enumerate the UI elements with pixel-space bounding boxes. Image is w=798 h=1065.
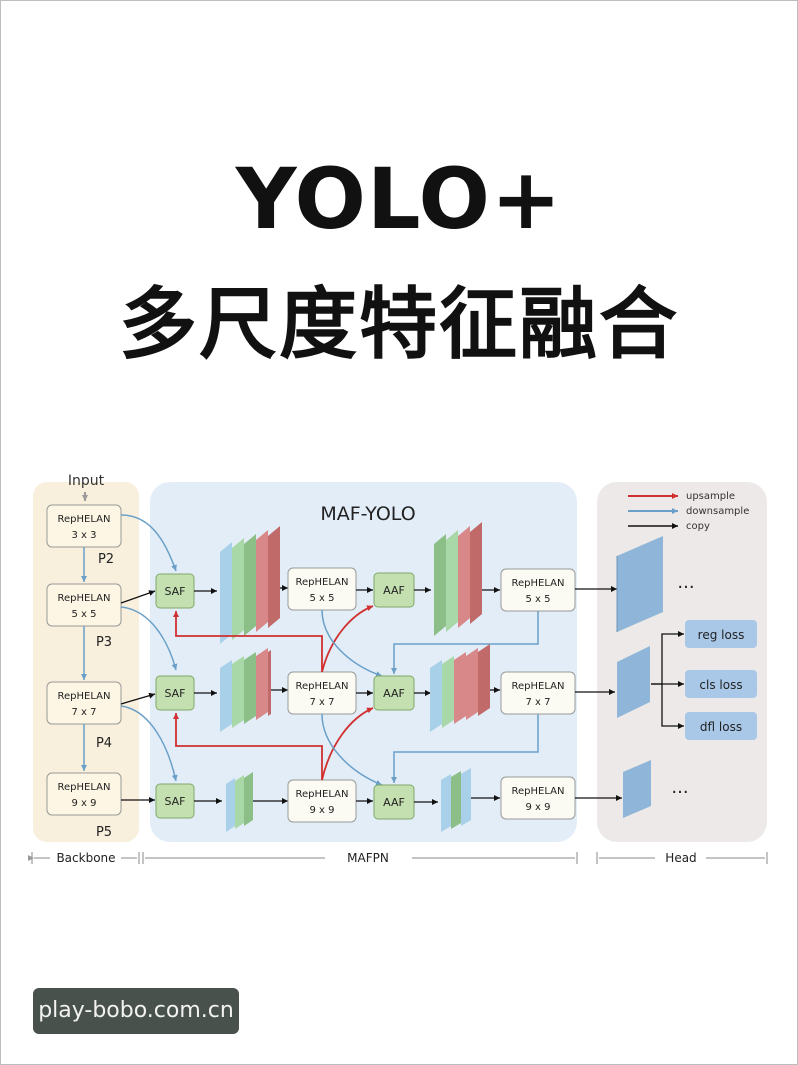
svg-text:5 x 5: 5 x 5 — [310, 593, 335, 604]
out-block-2: RepHELAN 7 x 7 — [500, 671, 576, 715]
downsample-curve-1 — [120, 514, 177, 572]
svg-text:3 x 3: 3 x 3 — [72, 530, 97, 541]
section-label-head: Head — [665, 851, 696, 865]
legend-upsample-label: upsample — [686, 491, 735, 502]
aaf-block-1: AAF — [373, 572, 415, 608]
backbone-block-4: RepHELAN 9 x 9 — [46, 772, 122, 816]
input-label: Input — [68, 473, 105, 489]
dfl-loss-box: dfl loss — [685, 712, 757, 740]
head-ellipsis-1: ... — [677, 572, 694, 593]
svg-text:RepHELAN: RepHELAN — [512, 786, 565, 797]
feature-stack-4 — [434, 522, 482, 636]
section-head — [596, 852, 768, 864]
feature-stack-1 — [220, 526, 280, 644]
svg-text:SAF: SAF — [164, 585, 185, 598]
saf-block-2: SAF — [155, 675, 195, 711]
downsample-path-2 — [391, 714, 539, 783]
downsample-curve-4 — [321, 609, 383, 677]
svg-text:7 x 7: 7 x 7 — [526, 697, 551, 708]
upsample-curve-1 — [321, 605, 374, 673]
stage-label-p3: P3 — [96, 635, 112, 650]
svg-text:9 x 9: 9 x 9 — [526, 802, 551, 813]
svg-text:RepHELAN: RepHELAN — [58, 593, 111, 604]
upsample-path-1 — [173, 611, 323, 672]
mafyolo-label: MAF-YOLO — [320, 503, 415, 525]
feature-stack-5 — [430, 644, 490, 732]
svg-text:AAF: AAF — [383, 687, 405, 700]
upsample-path-2 — [173, 713, 323, 780]
svg-text:9 x 9: 9 x 9 — [310, 805, 335, 816]
svg-text:SAF: SAF — [164, 795, 185, 808]
head-tensor-3 — [623, 760, 651, 818]
backbone-block-2: RepHELAN 5 x 5 — [46, 583, 122, 627]
legend-copy-label: copy — [686, 521, 710, 532]
svg-text:7 x 7: 7 x 7 — [310, 697, 335, 708]
svg-text:RepHELAN: RepHELAN — [296, 681, 349, 692]
saf-block-3: SAF — [155, 783, 195, 819]
watermark: play-bobo.com.cn — [33, 988, 239, 1034]
stage-label-p2: P2 — [98, 552, 114, 567]
aaf-block-2: AAF — [373, 675, 415, 711]
head-ellipsis-2: ... — [671, 777, 688, 798]
upsample-curve-2 — [321, 707, 374, 781]
title-line-1: YOLO+ — [235, 150, 563, 248]
svg-text:RepHELAN: RepHELAN — [58, 782, 111, 793]
loss-branch-dfl — [661, 684, 684, 729]
svg-text:RepHELAN: RepHELAN — [58, 514, 111, 525]
mid-block-1: RepHELAN 5 x 5 — [287, 567, 357, 611]
out-block-1: RepHELAN 5 x 5 — [500, 568, 576, 612]
mid-block-3: RepHELAN 9 x 9 — [287, 779, 357, 823]
section-backbone — [28, 852, 140, 864]
section-label-backbone: Backbone — [56, 851, 115, 865]
saf-block-1: SAF — [155, 573, 195, 609]
svg-text:AAF: AAF — [383, 584, 405, 597]
svg-text:RepHELAN: RepHELAN — [296, 789, 349, 800]
mid-block-2: RepHELAN 7 x 7 — [287, 671, 357, 715]
backbone-block-3: RepHELAN 7 x 7 — [46, 681, 122, 725]
svg-text:5 x 5: 5 x 5 — [72, 609, 97, 620]
svg-text:RepHELAN: RepHELAN — [512, 578, 565, 589]
backbone-region — [33, 482, 139, 842]
feature-stack-3 — [226, 772, 253, 832]
section-label-mafpn: MAFPN — [347, 851, 389, 865]
aaf-block-3: AAF — [373, 784, 415, 820]
svg-text:RepHELAN: RepHELAN — [58, 691, 111, 702]
svg-text:reg loss: reg loss — [698, 628, 745, 642]
backbone-block-1: RepHELAN 3 x 3 — [46, 504, 122, 548]
out-block-3: RepHELAN 9 x 9 — [500, 776, 576, 820]
svg-text:5 x 5: 5 x 5 — [526, 594, 551, 605]
legend-downsample-label: downsample — [686, 506, 749, 517]
svg-text:RepHELAN: RepHELAN — [296, 577, 349, 588]
downsample-curve-2 — [120, 606, 178, 671]
reg-loss-box: reg loss — [685, 620, 757, 648]
cls-loss-box: cls loss — [685, 670, 757, 698]
downsample-path-1 — [391, 611, 539, 674]
svg-text:7 x 7: 7 x 7 — [72, 707, 97, 718]
svg-text:SAF: SAF — [164, 687, 185, 700]
feature-stack-6 — [441, 768, 471, 832]
svg-text:AAF: AAF — [383, 796, 405, 809]
copy-arrow-p3-saf — [120, 590, 156, 604]
svg-text:9 x 9: 9 x 9 — [72, 798, 97, 809]
downsample-curve-5 — [321, 713, 383, 786]
svg-text:dfl loss: dfl loss — [700, 720, 742, 734]
head-tensor-2 — [617, 646, 650, 718]
stage-label-p5: P5 — [96, 825, 112, 840]
feature-stack-2 — [220, 648, 271, 732]
section-mafpn — [142, 852, 578, 864]
svg-text:cls loss: cls loss — [699, 678, 742, 692]
head-tensor-1 — [617, 536, 663, 632]
title-line-2: 多尺度特征融合 — [118, 280, 679, 370]
svg-text:RepHELAN: RepHELAN — [512, 681, 565, 692]
copy-arrow-p4-saf — [120, 692, 156, 705]
stage-label-p4: P4 — [96, 736, 112, 751]
downsample-curve-3 — [120, 705, 178, 782]
